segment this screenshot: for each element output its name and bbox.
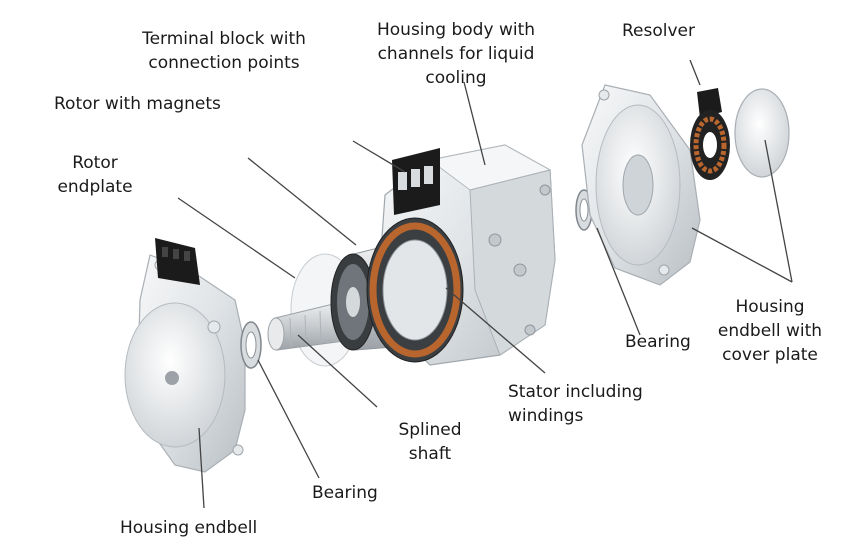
label-stator: Stator including windings <box>508 382 643 426</box>
stator-part <box>366 217 464 363</box>
leader-line-stator <box>445 287 546 374</box>
leader-line-housing-endbell <box>198 427 205 509</box>
cover-plate-part <box>734 88 790 178</box>
bearing-left-part <box>240 321 262 369</box>
leader-line-bearing-right <box>596 227 641 336</box>
label-bearing-left: Bearing <box>312 483 378 503</box>
leader-line-endbell-cover-2 <box>764 139 793 283</box>
leader-line-endbell-cover-1 <box>691 227 793 283</box>
label-rotor-with-magnets: Rotor with magnets <box>54 94 221 114</box>
endbell-terminal-connector <box>155 238 200 285</box>
housing-endbell-part <box>124 254 246 473</box>
leader-line-housing-body <box>463 81 486 166</box>
leader-lines <box>177 59 793 509</box>
label-resolver: Resolver <box>622 21 695 41</box>
leader-line-terminal-block <box>352 140 406 173</box>
housing-endbell-cover-part <box>581 84 701 286</box>
label-housing-endbell-cover: Housing endbell with cover plate <box>717 297 823 365</box>
label-terminal-block: Terminal block with connection points <box>142 29 306 73</box>
label-bearing-right: Bearing <box>625 332 691 352</box>
leader-line-bearing-left <box>257 359 320 479</box>
terminal-block-part <box>392 148 440 215</box>
label-housing-endbell: Housing endbell <box>120 518 258 538</box>
leader-line-rotor-with-magnets <box>247 157 357 246</box>
resolver-part <box>690 88 730 180</box>
label-splined-shaft: Splined shaft <box>398 420 462 464</box>
leader-line-splined-shaft <box>297 334 378 408</box>
label-rotor-endplate: Rotor endplate <box>57 153 133 197</box>
leader-line-rotor-endplate <box>177 197 296 279</box>
label-housing-body: Housing body with channels for liquid co… <box>376 20 536 88</box>
leader-line-resolver <box>689 59 701 86</box>
